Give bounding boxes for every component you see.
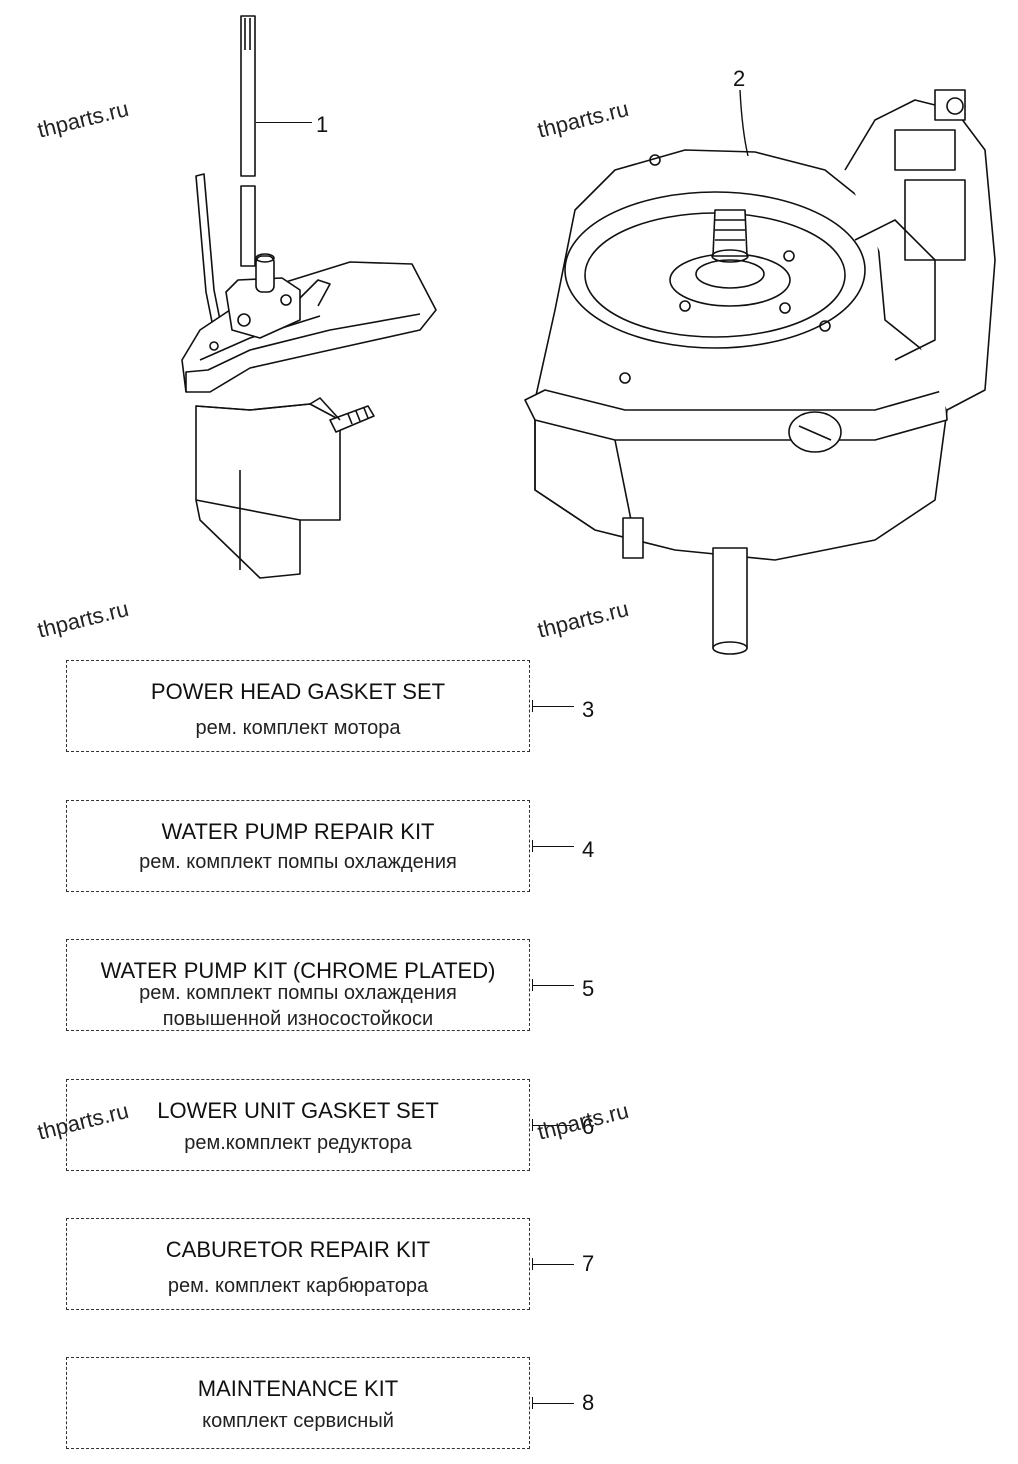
kit-3-leader: [532, 706, 574, 707]
kit-title-ru: рем. комплект мотора: [195, 717, 401, 739]
kit-title-en: LOWER UNIT GASKET SET: [157, 1098, 439, 1123]
callout-1-label: 1: [316, 112, 329, 137]
kit-title-ru: рем.комплект редуктора: [184, 1132, 412, 1154]
kit-5-leader: [532, 985, 574, 986]
kit-title-en: WATER PUMP REPAIR KIT: [161, 819, 435, 844]
kit-3-number: 3: [582, 697, 595, 722]
callout-2-leader: [739, 90, 749, 157]
watermark: thparts.ru: [34, 595, 132, 643]
kit-8-number: 8: [582, 1390, 595, 1415]
kit-title-ru: рем. комплект карбюратора: [167, 1275, 429, 1297]
kit-title-ru-line2: повышенной износостойкоси: [162, 1008, 434, 1030]
kit-3-leader-tick: [532, 700, 533, 712]
kit-maintenance-kit: MAINTENANCE KIT комплект сервисный: [66, 1357, 530, 1449]
kit-6-leader-tick: [532, 1119, 533, 1131]
kit-4-leader: [532, 846, 574, 847]
kit-caburetor-repair-kit: CABURETOR REPAIR KIT рем. комплект карбю…: [66, 1218, 530, 1310]
kit-4-leader-tick: [532, 840, 533, 852]
kit-lower-unit-gasket-set: LOWER UNIT GASKET SET рем.комплект редук…: [66, 1079, 530, 1171]
kit-title-en: WATER PUMP KIT (CHROME PLATED): [100, 958, 496, 983]
kit-water-pump-kit-chrome-plated: WATER PUMP KIT (CHROME PLATED) рем. комп…: [66, 939, 530, 1031]
kit-5-leader-tick: [532, 979, 533, 991]
kit-5-number: 5: [582, 976, 595, 1001]
power-head-illustration: [524, 89, 996, 655]
kit-6-number: 6: [582, 1114, 595, 1139]
kit-title-ru: комплект сервисный: [202, 1410, 394, 1432]
lower-unit-illustration: [181, 15, 437, 579]
kit-8-leader: [532, 1403, 574, 1404]
kit-7-number: 7: [582, 1251, 595, 1276]
kit-title-en: POWER HEAD GASKET SET: [150, 679, 446, 704]
kit-title-en: MAINTENANCE KIT: [197, 1376, 399, 1401]
callout-2-label: 2: [733, 66, 746, 91]
kit-power-head-gasket-set: POWER HEAD GASKET SET рем. комплект мото…: [66, 660, 530, 752]
kit-8-leader-tick: [532, 1397, 533, 1409]
kit-title-ru: рем. комплект помпы охлаждения: [139, 982, 457, 1004]
kit-water-pump-repair-kit: WATER PUMP REPAIR KIT рем. комплект помп…: [66, 800, 530, 892]
kit-6-leader: [532, 1125, 574, 1126]
kit-7-leader: [532, 1264, 574, 1265]
kit-title-ru: рем. комплект помпы охлаждения: [139, 851, 457, 873]
kit-title-en: CABURETOR REPAIR KIT: [165, 1237, 431, 1262]
kit-7-leader-tick: [532, 1258, 533, 1270]
callout-1-leader: [256, 122, 312, 123]
kit-4-number: 4: [582, 837, 595, 862]
